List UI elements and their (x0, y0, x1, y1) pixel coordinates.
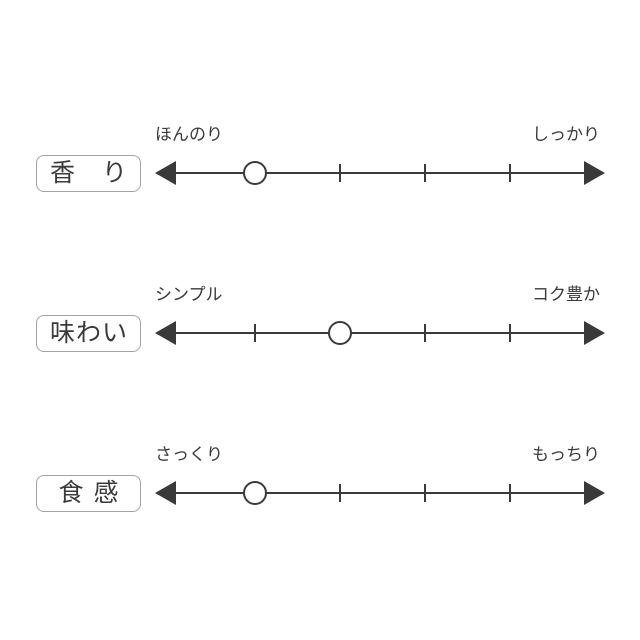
left-arrow-icon (155, 161, 176, 185)
value-marker (328, 321, 352, 345)
tick-mark (509, 324, 511, 342)
axis-label: 食感 (37, 481, 140, 506)
value-marker (243, 161, 267, 185)
axis-label: 味わい (37, 321, 140, 346)
scale-track (155, 320, 605, 346)
axis-label-char: 感 (93, 479, 119, 507)
scale-row-taste: 味わい シンプル コク豊か (0, 280, 640, 390)
scale-row-aroma: 香り ほんのり しっかり (0, 120, 640, 230)
axis-label-char: わ (75, 319, 101, 347)
scale-right-label: しっかり (532, 125, 600, 144)
axis-label: 香り (37, 161, 140, 186)
scale-left-label: シンプル (155, 285, 223, 304)
scale-line (160, 332, 600, 334)
scale-left-label: さっくり (155, 445, 223, 464)
scale-right-label: もっちり (532, 445, 600, 464)
scale-right-label: コク豊か (532, 285, 600, 304)
tick-mark (339, 484, 341, 502)
left-arrow-icon (155, 481, 176, 505)
tick-mark (509, 484, 511, 502)
scale-track (155, 160, 605, 186)
axis-label-box: 香り (36, 155, 141, 192)
right-arrow-icon (584, 321, 605, 345)
scale-track (155, 480, 605, 506)
axis-label-box: 食感 (36, 475, 141, 512)
scale-row-texture: 食感 さっくり もっちり (0, 440, 640, 550)
value-marker (243, 481, 267, 505)
left-arrow-icon (155, 321, 176, 345)
tick-mark (339, 164, 341, 182)
scale-line (160, 492, 600, 494)
tick-mark (424, 164, 426, 182)
tick-mark (254, 324, 256, 342)
axis-label-char: 味 (50, 319, 76, 347)
axis-label-box: 味わい (36, 315, 141, 352)
right-arrow-icon (584, 161, 605, 185)
axis-label-char: 食 (58, 479, 84, 507)
axis-label-char: 香 (50, 159, 76, 187)
axis-label-char: い (101, 319, 127, 347)
right-arrow-icon (584, 481, 605, 505)
tick-mark (509, 164, 511, 182)
scale-left-label: ほんのり (155, 125, 223, 144)
tick-mark (424, 324, 426, 342)
axis-label-char: り (101, 159, 127, 187)
tick-mark (424, 484, 426, 502)
scale-line (160, 172, 600, 174)
